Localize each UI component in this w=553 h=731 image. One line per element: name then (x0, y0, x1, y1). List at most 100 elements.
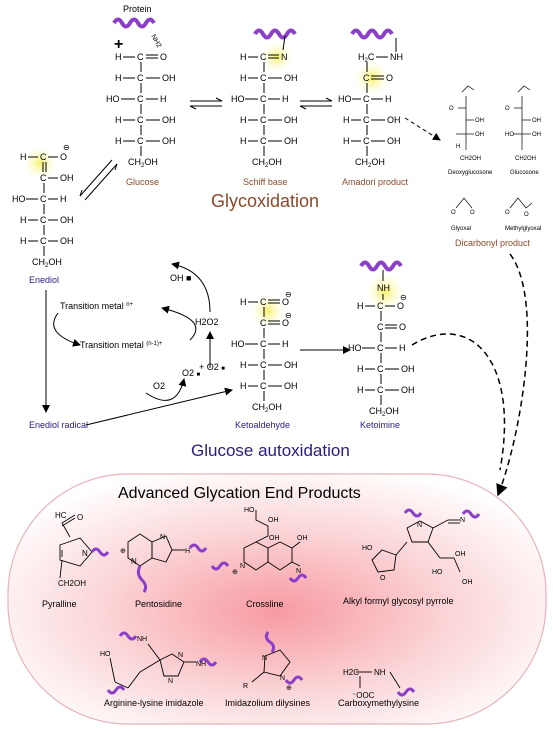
svg-text:OH: OH (268, 517, 279, 524)
svg-text:H: H (282, 339, 289, 349)
svg-text:H: H (399, 343, 406, 353)
svg-text:CH2OH: CH2OH (32, 257, 62, 269)
svg-text:H: H (115, 136, 122, 146)
methylglyoxal-label: Methylglyoxal (505, 226, 541, 232)
svg-text:H: H (357, 364, 364, 374)
svg-text:N: N (160, 534, 165, 541)
svg-text:C: C (377, 364, 384, 374)
svg-text:H: H (185, 548, 190, 555)
svg-text:C: C (377, 301, 384, 311)
svg-text:O: O (451, 210, 456, 216)
svg-text:C: C (363, 115, 370, 125)
svg-text:H: H (357, 385, 364, 395)
svg-text:O: O (505, 106, 510, 112)
svg-text:OH: OH (462, 579, 473, 586)
transition-metal-cycle: Transition metal n+ Transition metal (n-… (53, 261, 225, 401)
svg-text:C: C (377, 322, 384, 332)
svg-text:C: C (377, 343, 384, 353)
svg-text:N: N (296, 568, 301, 575)
protein-icon (359, 260, 403, 272)
svg-text:CH2OH: CH2OH (369, 406, 399, 418)
svg-text:C: C (40, 215, 47, 225)
svg-text:NH: NH (137, 636, 147, 643)
svg-text:H: H (115, 115, 122, 125)
svg-text:O2: O2 (153, 381, 165, 391)
protein-icon (253, 28, 297, 40)
svg-text:H: H (343, 136, 350, 146)
protein-label: Protein (123, 4, 152, 14)
svg-text:O: O (524, 212, 529, 218)
svg-text:C: C (40, 173, 47, 183)
dashed-arrow-to-dicarbonyl (404, 117, 441, 141)
svg-text:N: N (417, 522, 422, 529)
schiff-base-label: Schiff base (243, 177, 287, 187)
svg-text:C: C (137, 73, 144, 83)
svg-text:H: H (115, 73, 122, 83)
glucose-autoxidation-heading: Glucose autoxidation (191, 441, 350, 460)
svg-text:OH: OH (284, 73, 298, 83)
arginine-lysine-label: Arginine-lysine imidazole (104, 698, 204, 708)
alkyl-formyl-label: Alkyl formyl glycosyl pyrrole (343, 596, 454, 606)
svg-text:OH: OH (269, 535, 280, 542)
svg-text:H: H (240, 297, 247, 307)
imidazolium-label: Imidazolium dilysines (225, 698, 311, 708)
glucosone-label: Glucosone (510, 170, 539, 176)
glycoxidation-heading: Glycoxidation (211, 191, 319, 211)
svg-text:C: C (137, 136, 144, 146)
svg-text:HO: HO (505, 132, 514, 138)
svg-text:N: N (262, 655, 267, 662)
svg-text:O: O (160, 52, 167, 62)
svg-text:Transition metal n+: Transition metal n+ (60, 301, 134, 311)
age-panel (7, 473, 547, 725)
carboxymethyllysine-label: Carboxymethylysine (338, 698, 419, 708)
svg-text:H2C: H2C (343, 668, 359, 677)
svg-text:O: O (386, 73, 393, 83)
svg-text:H: H (115, 52, 122, 62)
svg-text:OH: OH (401, 385, 415, 395)
dicarbonyl-structures: O OH OH H CH2OH Deoxyglucosone O OH HO O… (448, 85, 541, 232)
svg-text:C: C (260, 94, 267, 104)
svg-text:H: H (385, 94, 392, 104)
svg-text:OH: OH (162, 115, 176, 125)
carboxymethyllysine-structure: H2C NH ⁻OOC Carboxymethylysine (338, 668, 419, 708)
svg-text:H: H (20, 215, 27, 225)
svg-text:CH2OH: CH2OH (252, 157, 282, 169)
svg-text:OH: OH (60, 215, 74, 225)
svg-text:HO: HO (106, 94, 120, 104)
dicarbonyl-label: Dicarbonyl product (455, 238, 531, 248)
protein-icon (350, 28, 394, 40)
svg-text:C: C (363, 136, 370, 146)
svg-text:N: N (460, 517, 465, 524)
svg-text:C: C (260, 115, 267, 125)
pentosidine-structure: N ⊕ N H Pentosidine (120, 533, 208, 609)
svg-text:N: N (280, 675, 285, 682)
svg-text:H: H (20, 152, 27, 162)
svg-text:OH: OH (532, 118, 541, 124)
svg-text:HC: HC (55, 511, 67, 520)
pyrraline-structure: HC O N CH2OH Pyralline (42, 511, 110, 609)
svg-text:H: H (240, 115, 247, 125)
svg-text:OH: OH (162, 73, 176, 83)
age-title: Advanced Glycation End Products (118, 485, 361, 502)
equilibrium-arrows-2 (299, 97, 333, 110)
equilibrium-arrows-3 (79, 159, 118, 201)
svg-text:O: O (397, 301, 404, 311)
amadori-label: Amadori product (342, 177, 409, 187)
svg-text:C: C (40, 236, 47, 246)
ketoaldehyde-label: Ketoaldehyde (235, 420, 290, 430)
svg-text:CH2OH: CH2OH (252, 402, 282, 414)
h2o2-label: H2O2 (195, 317, 219, 327)
svg-text:HO: HO (348, 343, 362, 353)
svg-text:H: H (60, 194, 67, 204)
svg-text:O: O (399, 322, 406, 332)
svg-text:C: C (260, 136, 267, 146)
svg-text:OH: OH (284, 115, 298, 125)
svg-text:OH: OH (387, 136, 401, 146)
svg-text:CH2OH: CH2OH (355, 157, 385, 169)
plus-sign: + (114, 36, 123, 53)
svg-text:⊖: ⊖ (285, 311, 292, 320)
